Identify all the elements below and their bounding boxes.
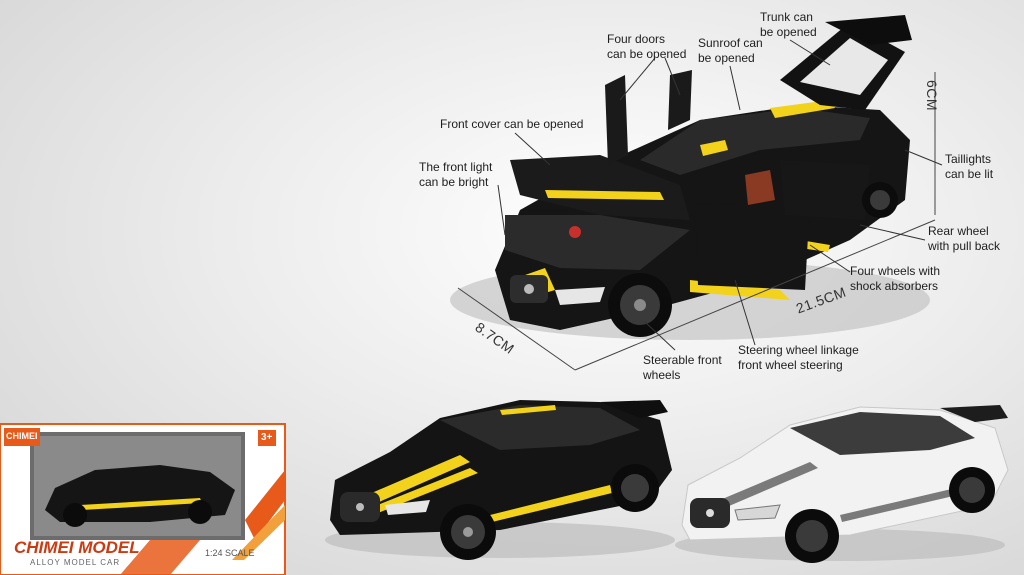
- white-car: [675, 405, 1009, 563]
- box-scale: 1:24 SCALE: [205, 548, 255, 558]
- label-front-light: The front light can be bright: [419, 160, 493, 189]
- label-taillights: Taillights can be lit: [945, 152, 994, 181]
- label-doors: Four doors can be opened: [607, 32, 687, 61]
- main-car-open: [450, 15, 930, 340]
- box-logo-small: CHIMEI: [6, 431, 38, 441]
- label-rear-wheel: Rear wheel with pull back: [928, 224, 1001, 253]
- dimension-lines: [457, 72, 936, 371]
- black-car: [325, 400, 675, 560]
- label-front-cover: Front cover can be opened: [440, 117, 584, 131]
- label-shock: Four wheels with shock absorbers: [850, 264, 941, 293]
- box-brand: CHIMEI MODEL: [14, 538, 140, 557]
- dim-height: 6CM: [924, 80, 940, 112]
- label-steerable: Steerable front wheels: [643, 353, 722, 382]
- annotation-leaders: [497, 39, 943, 351]
- label-linkage: Steering wheel linkage front wheel steer…: [738, 343, 859, 372]
- label-trunk: Trunk can be opened: [760, 10, 817, 39]
- box-age-badge: 3+: [261, 432, 273, 443]
- product-box: [0, 423, 286, 575]
- label-sunroof: Sunroof can be opened: [698, 36, 763, 65]
- box-subtitle: ALLOY MODEL CAR: [30, 558, 121, 567]
